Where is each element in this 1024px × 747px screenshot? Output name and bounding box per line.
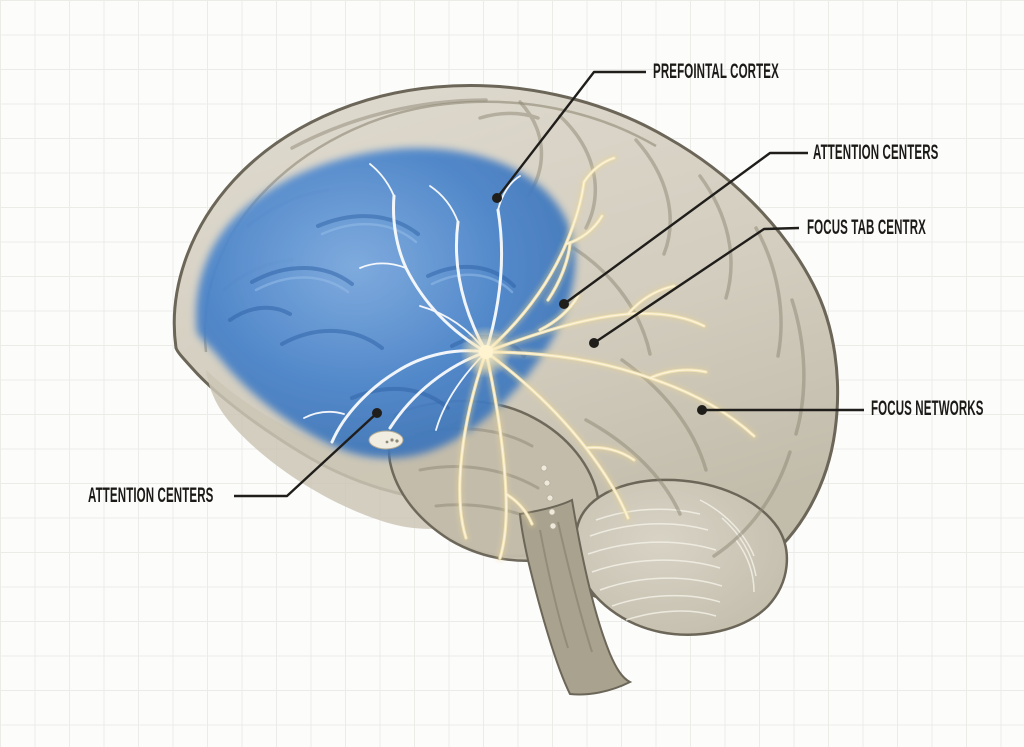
label-attention-centers-right: ATTENTION CENTERS [813,141,939,164]
anchor-dot-prefrontal-cortex [492,193,502,203]
detail-dotted-chain [540,464,557,530]
label-attention-centers-left: ATTENTION CENTERS [88,484,214,507]
leader-line-attention-centers-left [234,412,378,498]
focus-network-lines [460,158,754,558]
leader-line-focus-tab-centrx [593,226,800,344]
network-hub [479,345,493,359]
label-focus-networks: FOCUS NETWORKS [871,397,984,420]
leader-line-attention-centers-right [563,151,808,305]
anchor-dot-attention-centers-left [372,408,382,418]
detail-ear-oval [368,430,404,450]
label-focus-tab-centrx: FOCUS TAB CENTRX [807,216,926,239]
anchor-dot-attention-centers-right [559,299,569,309]
anchor-dot-focus-networks [697,405,707,415]
leader-line-prefrontal-cortex [496,70,646,199]
leader-lines [234,70,864,498]
brainstem [518,498,633,696]
cerebellum-striations [587,499,757,621]
leader-anchor-dots [372,193,707,418]
anchor-dot-focus-tab-centrx [589,338,599,348]
label-prefrontal-cortex: PREFOINTAL CORTEX [653,60,779,83]
